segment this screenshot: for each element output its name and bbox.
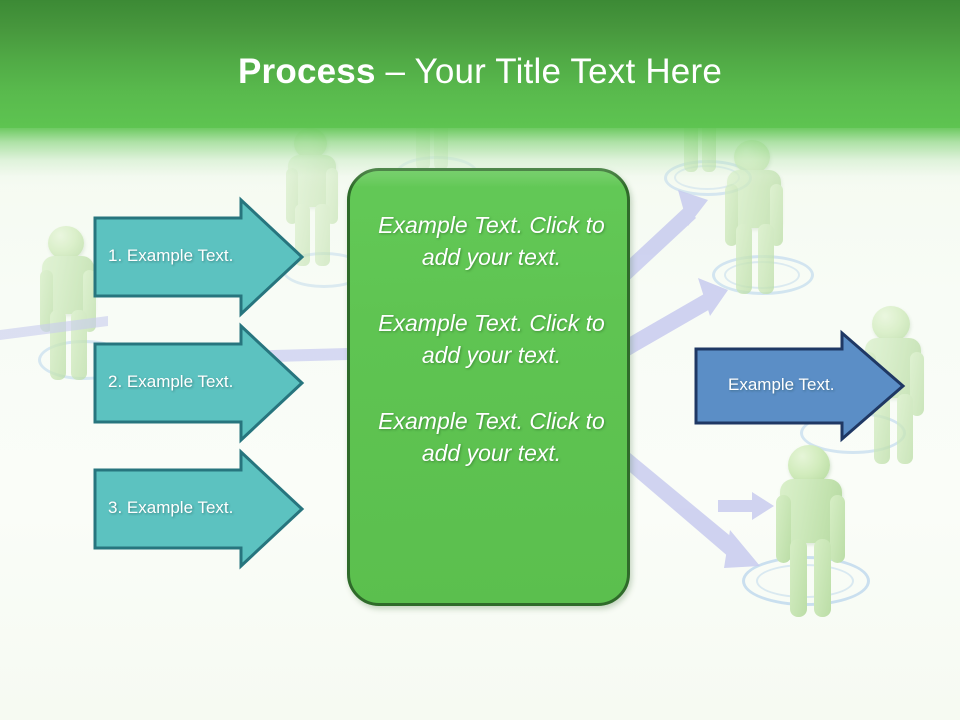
person-leg-left-icon [50, 310, 66, 380]
center-panel-paragraph-1: Example Text. Click to add your text. [378, 212, 605, 270]
person-leg-left-icon [874, 394, 890, 464]
center-panel-paragraph-3: Example Text. Click to add your text. [378, 408, 605, 466]
result-arrow-label: Example Text. [728, 375, 835, 394]
person-arm-left-icon [776, 495, 791, 563]
person-head-icon [872, 306, 910, 342]
page-title: Process – Your Title Text Here [0, 50, 960, 94]
result-arrow[interactable] [694, 329, 906, 443]
center-content-panel[interactable]: Example Text. Click to add your text. Ex… [347, 168, 630, 606]
step-arrow-3-label: 3. Example Text. [108, 498, 234, 517]
person-leg-left-icon [790, 539, 807, 617]
person-leg-right-icon [315, 204, 330, 266]
person-arm-left-icon [725, 184, 738, 246]
person-head-icon [788, 445, 830, 485]
step-arrow-2-label: 2. Example Text. [108, 372, 234, 391]
background-person-upper-right [716, 140, 808, 298]
person-leg-right-icon [758, 224, 774, 294]
title-header-band [0, 0, 960, 128]
step-arrow-1[interactable] [93, 196, 305, 318]
person-leg-left-icon [295, 204, 310, 266]
person-leg-left-icon [736, 224, 752, 294]
person-leg-right-icon [814, 539, 831, 617]
step-arrow-1-label: 1. Example Text. [108, 246, 234, 265]
center-panel-body: Example Text. Click to add your text. Ex… [350, 209, 633, 469]
background-person-bottom-right [766, 445, 876, 620]
step-arrow-3[interactable] [93, 448, 305, 570]
person-leg-right-icon [897, 394, 913, 464]
page-title-rest: – Your Title Text Here [375, 52, 722, 91]
person-head-icon [48, 226, 84, 260]
person-leg-right-icon [71, 310, 87, 380]
person-head-icon [734, 140, 770, 174]
center-panel-paragraph-2: Example Text. Click to add your text. [378, 310, 605, 368]
page-title-bold: Process [238, 52, 376, 91]
person-arm-right-icon [910, 352, 924, 416]
person-arm-right-icon [830, 495, 845, 563]
